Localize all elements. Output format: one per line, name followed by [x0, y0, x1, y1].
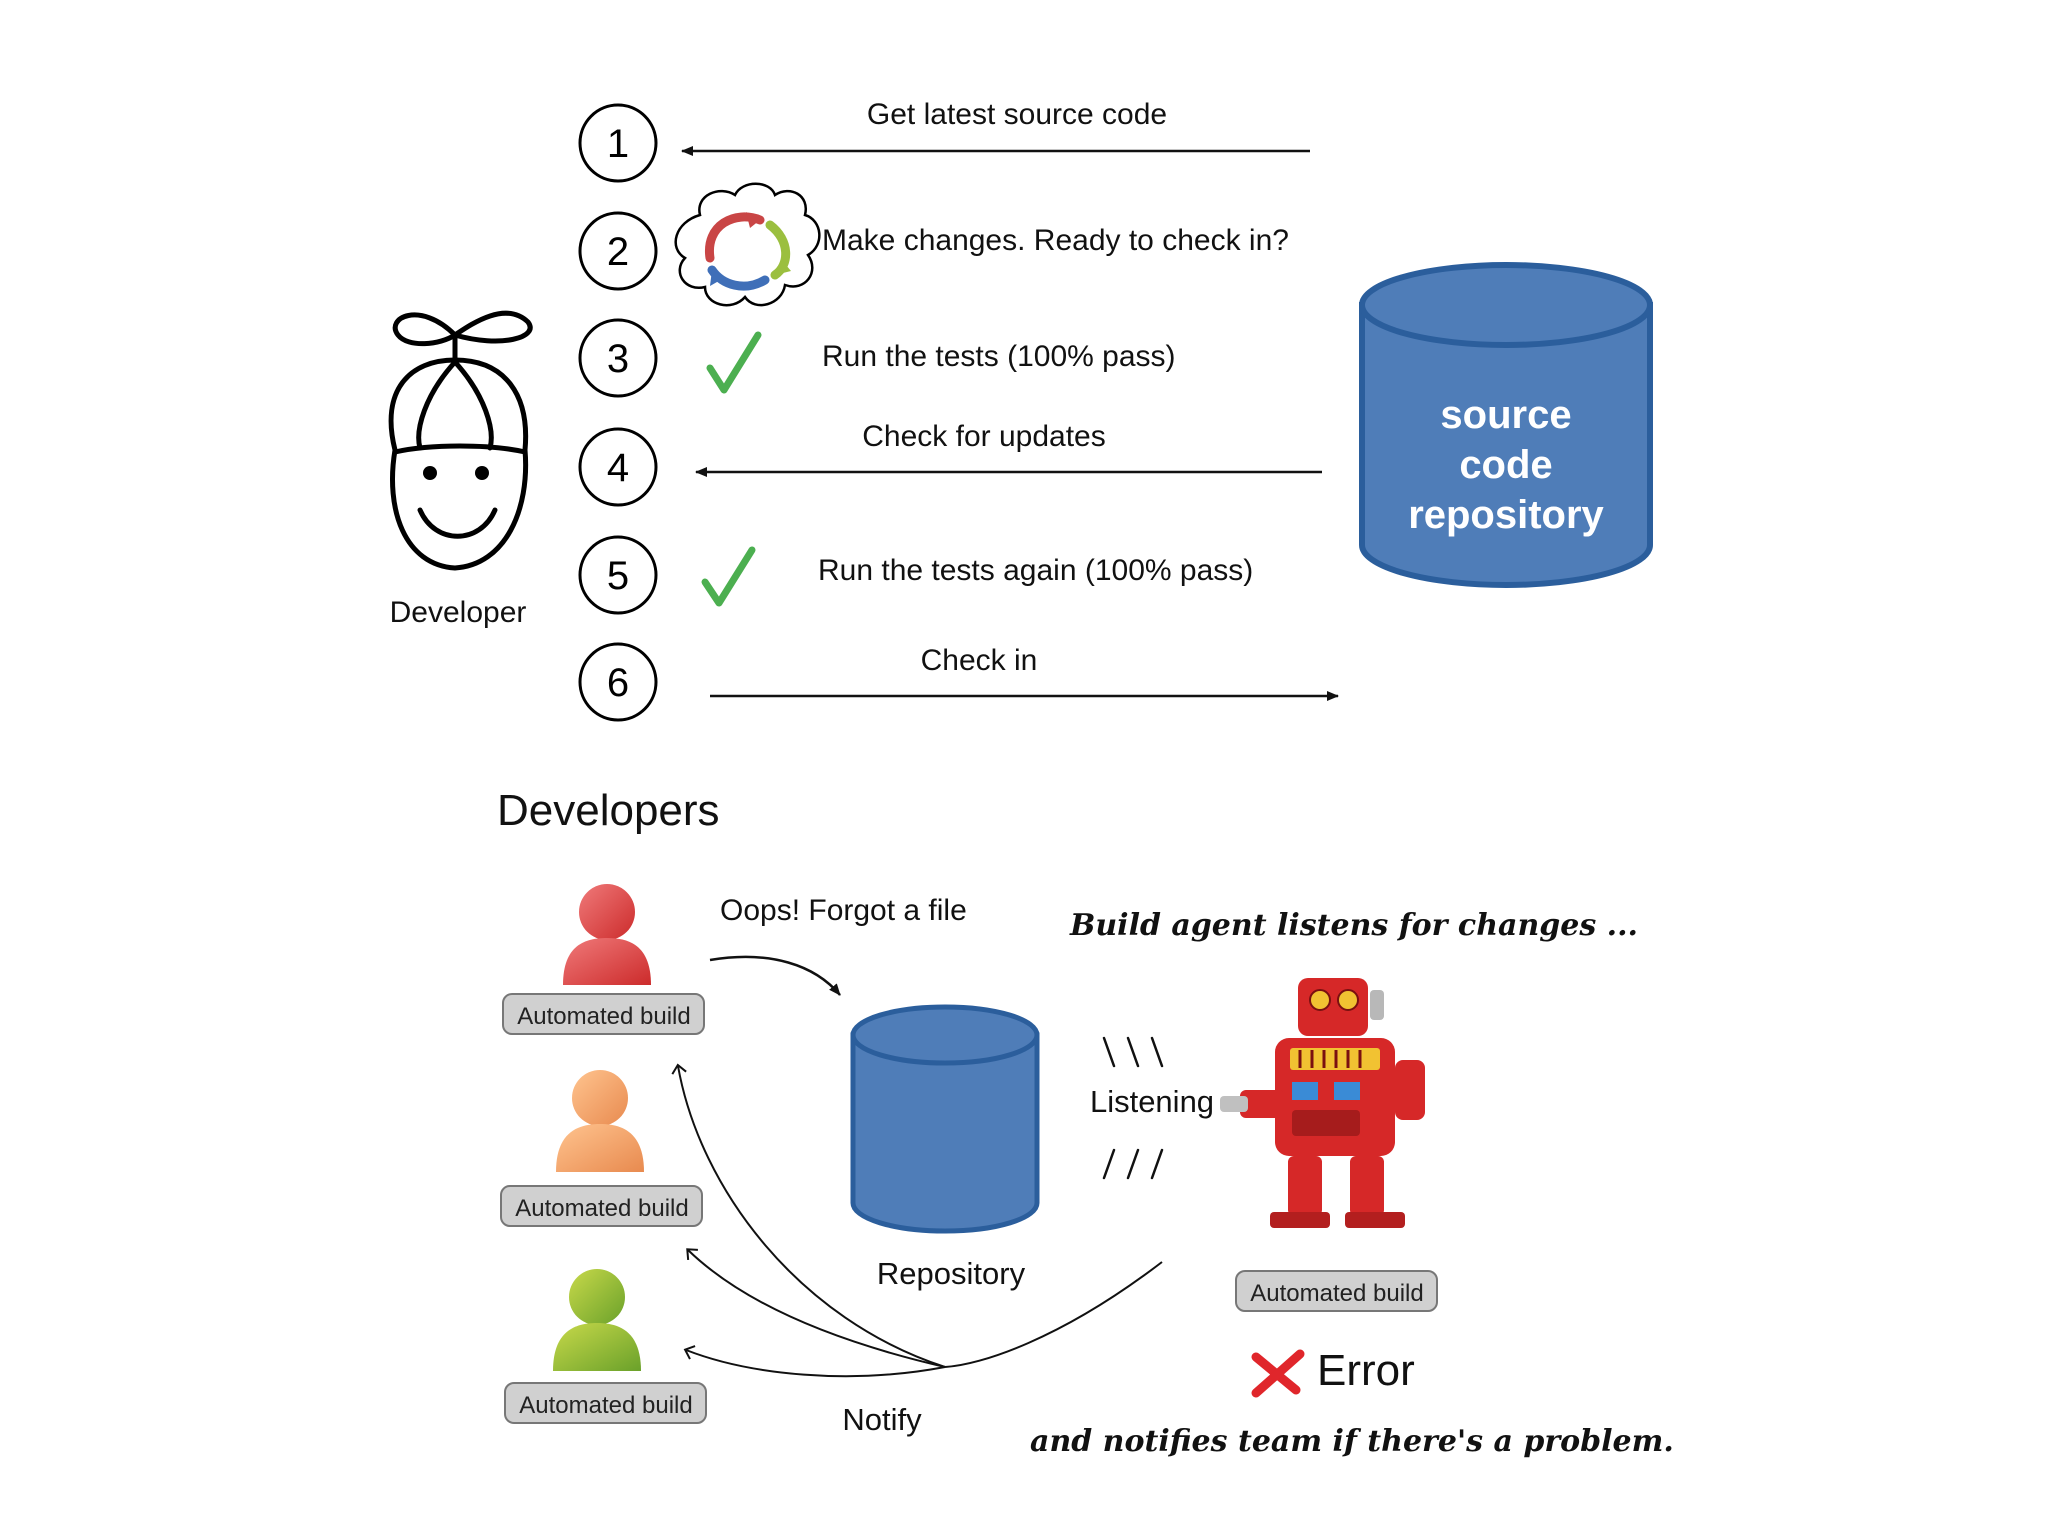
arrow-oops-to-repo — [709, 955, 841, 996]
propeller-icon — [392, 310, 533, 347]
step-number-3: 3 — [607, 337, 629, 381]
step-4-label: Check for updates — [862, 420, 1105, 453]
developer-red-avatar-icon — [563, 884, 651, 985]
build-agent-caption: Build agent listens for changes ... — [1069, 908, 1638, 943]
automated-build-badge-robot: Automated build — [1235, 1270, 1438, 1312]
step-5-label: Run the tests again (100% pass) — [818, 554, 1253, 587]
repository-label: Repository — [877, 1256, 1026, 1291]
step-number-1: 1 — [607, 122, 629, 166]
notify-label: Notify — [842, 1402, 922, 1437]
automated-build-badge-1: Automated build — [502, 993, 705, 1035]
step-circle-4 — [578, 427, 658, 507]
svg-text:Automated build: Automated build — [1250, 1280, 1423, 1307]
step-number-6: 6 — [607, 661, 629, 705]
notify-arrows — [671, 1063, 1163, 1378]
automated-build-badge-2: Automated build — [500, 1185, 703, 1227]
developers-title: Developers — [497, 786, 720, 835]
listening-marks-icon — [1102, 1036, 1164, 1180]
step-1-label: Get latest source code — [867, 98, 1167, 131]
cycle-cloud-icon — [674, 182, 821, 307]
notifies-caption: and notifies team if there's a problem. — [1030, 1424, 1674, 1459]
step-2-label: Make changes. Ready to check in? — [822, 224, 1289, 257]
developer-label: Developer — [390, 596, 527, 629]
svg-text:Automated build: Automated build — [519, 1392, 692, 1419]
listening-label: Listening — [1090, 1084, 1214, 1119]
robot-build-agent-icon — [1220, 978, 1425, 1228]
repository-cylinder-icon — [850, 1004, 1040, 1234]
step-3-label: Run the tests (100% pass) — [822, 340, 1176, 373]
automated-build-badge-3: Automated build — [504, 1382, 707, 1424]
check-icon-step-3 — [706, 331, 762, 394]
developer-figure — [388, 310, 533, 571]
step-number-2: 2 — [607, 230, 629, 274]
step-numbers: 1 2 3 4 5 6 — [578, 103, 658, 722]
step-circle-5 — [578, 535, 658, 615]
source-repo-cylinder-icon — [1359, 262, 1653, 588]
svg-text:code: code — [1459, 443, 1552, 487]
step-circle-1 — [578, 103, 658, 183]
step-circle-2 — [578, 211, 658, 291]
step-number-4: 4 — [607, 446, 629, 490]
svg-text:repository: repository — [1408, 493, 1604, 537]
step-number-5: 5 — [607, 554, 629, 598]
developer-orange-avatar-icon — [556, 1070, 644, 1172]
error-label: Error — [1317, 1346, 1415, 1395]
svg-text:Automated build: Automated build — [517, 1003, 690, 1030]
oops-label: Oops! Forgot a file — [720, 894, 967, 927]
step-circle-6 — [578, 642, 658, 722]
developer-green-avatar-icon — [553, 1269, 641, 1371]
svg-text:source: source — [1440, 393, 1571, 437]
source-repo-label: source code repository — [1408, 393, 1604, 537]
step-6-label: Check in — [921, 644, 1038, 677]
step-circle-3 — [578, 318, 658, 398]
error-x-icon — [1251, 1349, 1305, 1398]
svg-text:Automated build: Automated build — [515, 1195, 688, 1222]
check-icon-step-5 — [701, 546, 756, 607]
